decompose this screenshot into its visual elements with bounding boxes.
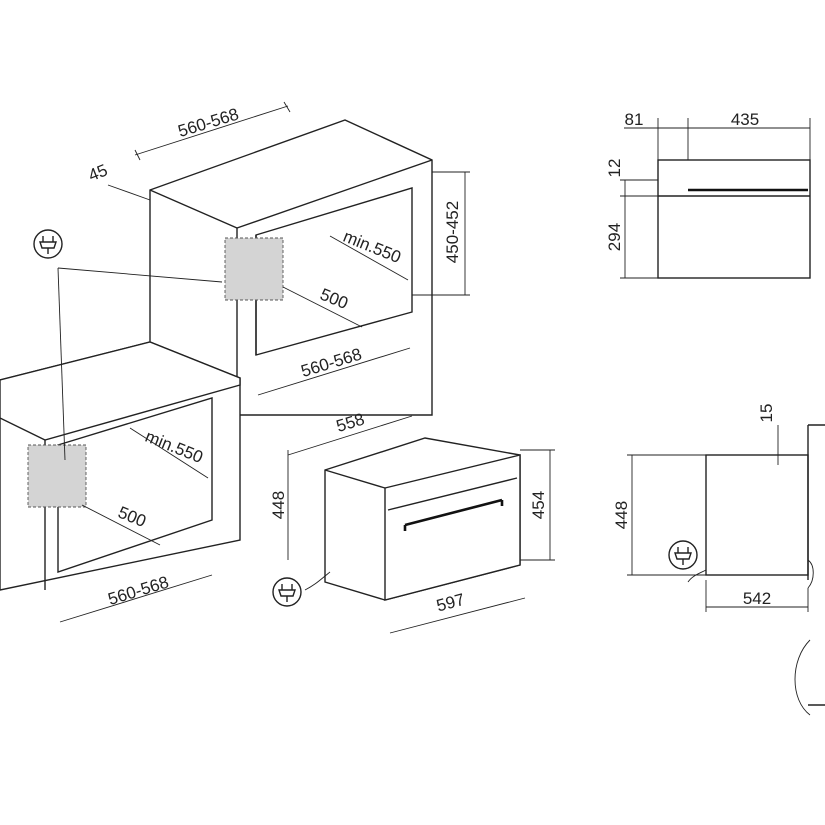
side-depth-label: 542 [743, 589, 771, 608]
side-height-label: 448 [612, 501, 631, 529]
top-offset-label: 12 [605, 159, 624, 178]
side-gap-label: 15 [757, 404, 776, 423]
oven-width-label: 597 [434, 590, 466, 616]
tall-depth-label: 560-568 [176, 105, 241, 141]
oven-drawing [304, 437, 521, 601]
top-view-drawing [657, 159, 811, 279]
side-view-drawing [705, 424, 825, 716]
top-panel-depth-label: 81 [625, 110, 644, 129]
oven-plug-icon [272, 577, 302, 607]
side-plug-icon [668, 540, 698, 570]
tall-unit-drawing [149, 119, 433, 416]
base-niche-width-label: 560-568 [106, 573, 171, 609]
tall-socket-zone [224, 237, 284, 301]
oven-height-label: 448 [269, 491, 288, 519]
power-plug-icon [33, 229, 63, 259]
top-body-depth-label: 435 [731, 110, 759, 129]
tall-offset-label: 45 [86, 161, 111, 186]
base-unit-drawing [0, 341, 241, 591]
oven-front-height-label: 454 [529, 491, 548, 519]
tall-niche-height-label: 450-452 [443, 201, 462, 263]
top-height-label: 294 [605, 223, 624, 251]
base-socket-zone [27, 444, 87, 508]
